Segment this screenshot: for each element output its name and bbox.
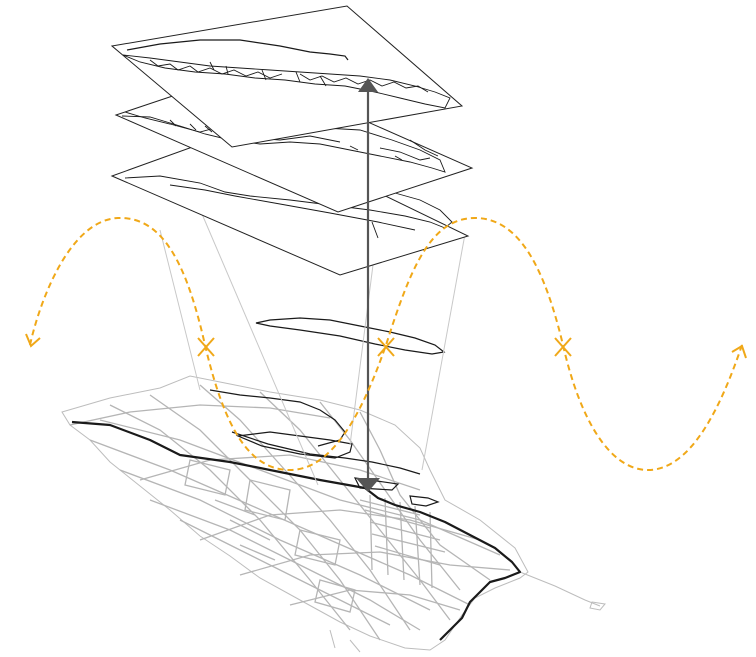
- base-map-road-network: [61, 375, 606, 653]
- intersection-marker: [197, 337, 215, 357]
- intersection-marker: [377, 337, 395, 357]
- intersection-marker: [554, 337, 572, 357]
- layer-plane-1: [110, 5, 464, 148]
- wave-arrowhead-right: [731, 344, 747, 359]
- wave-arrowhead-left: [25, 333, 41, 348]
- base-map-coastline: [71, 389, 522, 641]
- wave-intersection-markers: [197, 337, 572, 357]
- dashed-wave: [25, 216, 747, 472]
- floating-coastline-contour: [255, 317, 446, 355]
- vertical-link-arrow: [356, 78, 380, 492]
